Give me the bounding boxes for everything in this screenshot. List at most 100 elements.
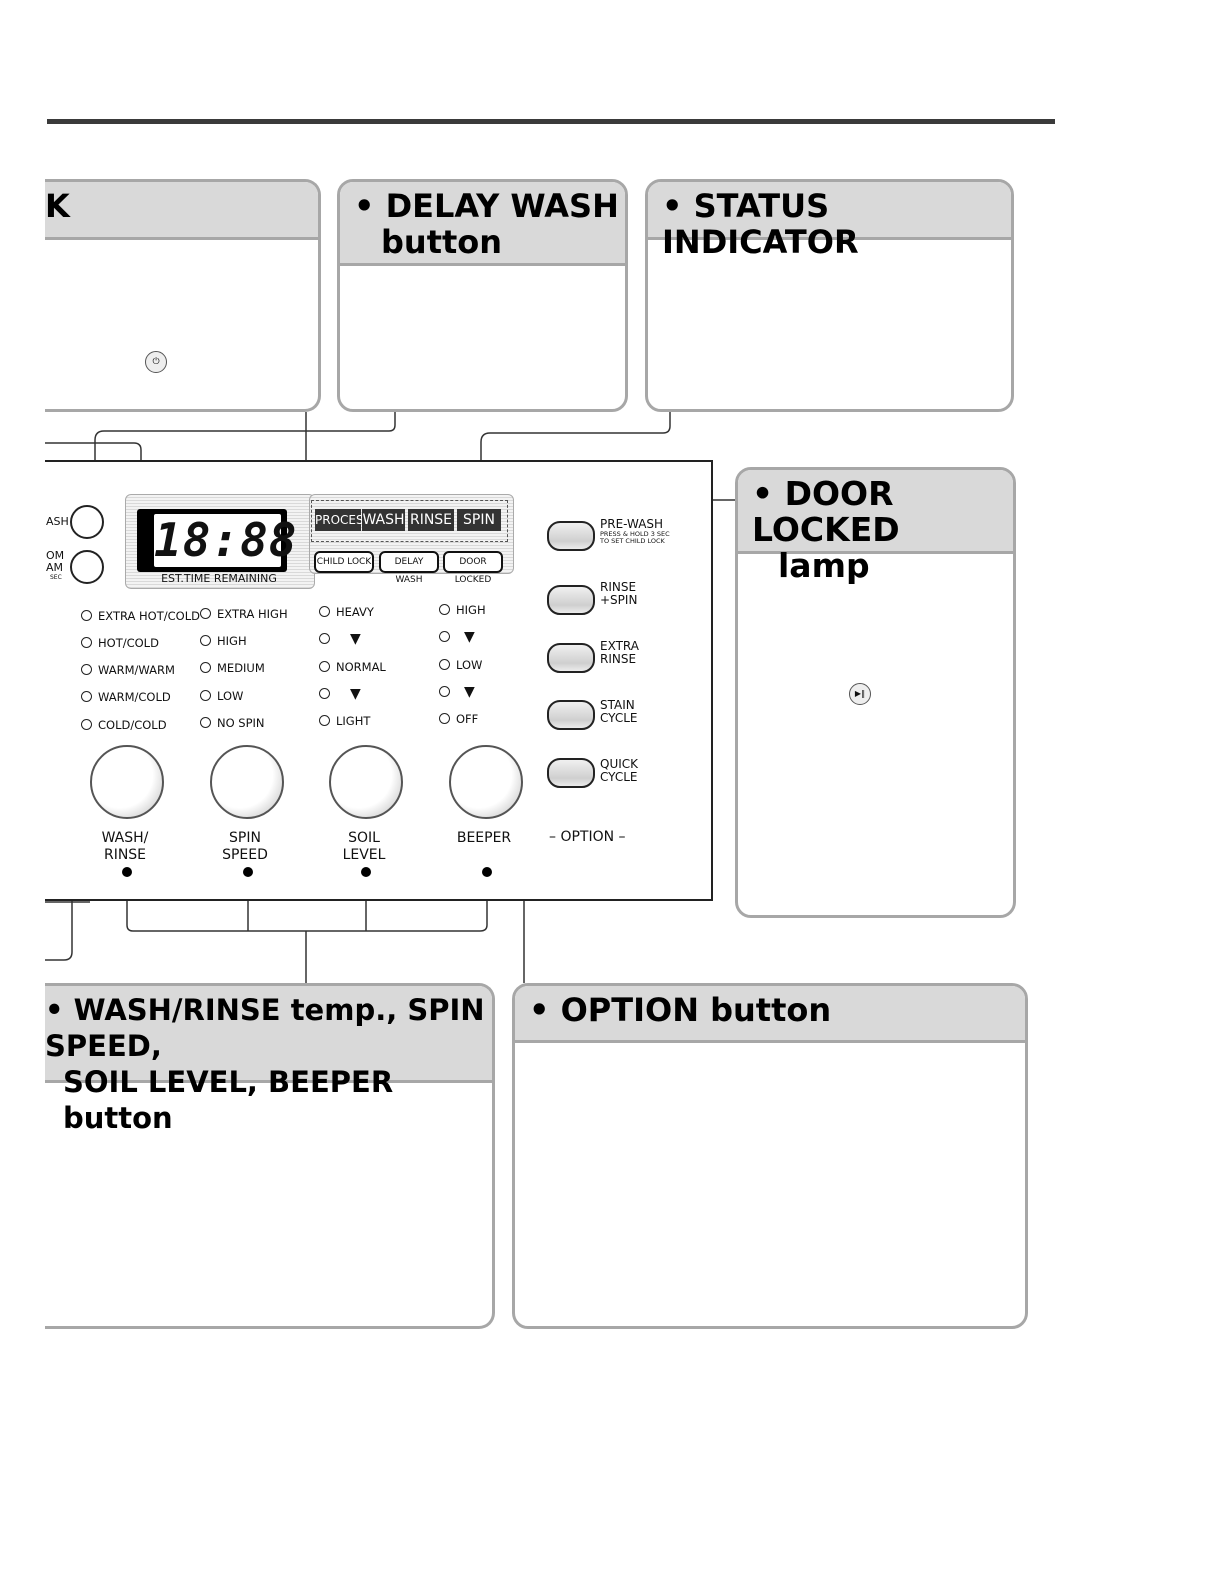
program-label-line1: OM [46,549,65,562]
time-display: 18:88 [154,513,298,567]
soil-level-label: SOIL LEVEL [314,830,414,864]
program-label-line2: AM [46,561,64,574]
rinse-spin-label: RINSE +SPIN [600,581,637,607]
status-rinse: RINSE [408,509,454,531]
program-round-button[interactable] [70,550,104,584]
beeper-button[interactable] [449,745,523,819]
wash-rinse-title-line2: SOIL LEVEL, BEEPER button [63,1065,394,1135]
soil-step-marker-icon: ▼ [350,631,361,647]
wash-rinse-option: WARM/COLD [81,690,171,704]
soil-level-label-line1: SOIL [348,830,380,846]
pre-wash-label-line1: PRE-WASH [600,517,664,531]
wash-rinse-callout-title: • WASH/RINSE temp., SPIN SPEED, SOIL LEV… [45,986,492,1135]
extra-rinse-label: EXTRA RINSE [600,640,639,666]
option-caption-dash-left: – [549,829,556,845]
quick-cycle-label: QUICK CYCLE [600,758,638,784]
pre-wash-label: PRE-WASH PRESS & HOLD 3 SEC TO SET CHILD… [600,518,670,545]
spin-speed-button[interactable] [210,745,284,819]
delay-wash-lamp: DELAY WASH [379,551,439,585]
quick-cycle-label-line1: QUICK [600,757,639,771]
beeper-step-marker-icon: ▼ [464,629,475,645]
spin-speed-label-line2: SPEED [222,847,268,863]
wash-rinse-button[interactable] [90,745,164,819]
delay-wash-title-line1: • DELAY WASH [354,187,619,225]
stain-cycle-label: STAIN CYCLE [600,699,638,725]
child-lock-callout-title: K [45,182,318,240]
beeper-step [439,685,456,699]
rinse-spin-button[interactable] [547,585,595,615]
soil-level-button[interactable] [329,745,403,819]
wash-rinse-callout-dot [122,867,132,877]
power-icon: ⏻ [145,351,167,373]
door-locked-callout: • DOOR LOCKED lamp [735,467,1016,918]
wash-rinse-label-line1: WASH/ [101,830,149,846]
status-indicator-callout: • STATUS INDICATOR [645,179,1014,412]
soil-level-callout-dot [361,867,371,877]
child-lock-lamp: CHILD LOCK [314,551,374,573]
status-indicator-dash [311,500,508,542]
wash-button-label: ASH [46,515,69,528]
rinse-spin-label-line1: RINSE [600,580,637,594]
wash-rinse-option: EXTRA HOT/COLD [81,609,200,623]
spin-speed-callout-dot [243,867,253,877]
soil-level-option: HEAVY [319,605,374,619]
delay-wash-title-line2: button [381,223,503,261]
rinse-spin-label-line2: +SPIN [600,593,638,607]
option-callout-title: • OPTION button [515,986,1025,1043]
spin-speed-option: LOW [200,689,243,703]
quick-cycle-button[interactable] [547,758,595,788]
door-locked-callout-title: • DOOR LOCKED lamp [738,470,1013,584]
beeper-step-marker-icon: ▼ [464,684,475,700]
wash-rinse-callout: • WASH/RINSE temp., SPIN SPEED, SOIL LEV… [45,983,495,1329]
extra-rinse-button[interactable] [547,643,595,673]
beeper-option: HIGH [439,603,486,617]
beeper-option: OFF [439,712,478,726]
pre-wash-button[interactable] [547,521,595,551]
beeper-label: BEEPER [456,830,512,846]
wash-rinse-option: WARM/WARM [81,663,175,677]
beeper-callout-dot [482,867,492,877]
beeper-option: LOW [439,658,482,672]
est-time-caption: EST.TIME REMAINING [161,572,277,585]
soil-step-marker-icon: ▼ [350,686,361,702]
delay-wash-round-button[interactable] [70,505,104,539]
delay-wash-callout: • DELAY WASH button [337,179,628,412]
quick-cycle-label-line2: CYCLE [600,770,638,784]
door-locked-title-line1: • DOOR LOCKED [752,474,900,549]
soil-level-option: NORMAL [319,660,386,674]
door-locked-lamp: DOOR LOCKED [443,551,503,585]
spin-speed-label: SPIN SPEED [195,830,295,864]
extra-rinse-label-line1: EXTRA [600,639,639,653]
option-caption-dash-right: – [618,829,626,845]
play-pause-icon: ▶‖ [849,683,871,705]
spin-speed-option: EXTRA HIGH [200,607,288,621]
stain-cycle-button[interactable] [547,700,595,730]
program-button-label: OM AM SEC [46,549,65,582]
header-rule [47,119,1055,124]
status-wash: WASH [362,509,405,531]
delay-wash-callout-title: • DELAY WASH button [340,182,625,266]
beeper-step [439,630,456,644]
program-label-line3: SEC [50,574,62,581]
soil-level-option: LIGHT [319,714,370,728]
status-process: PROCESS [315,509,371,531]
spin-speed-label-line1: SPIN [229,830,261,846]
pre-wash-sub2: TO SET CHILD LOCK [600,537,665,545]
wash-rinse-title-line1: • WASH/RINSE temp., SPIN SPEED, [45,993,485,1063]
wash-rinse-label-line2: RINSE [103,847,147,863]
wash-rinse-option: HOT/COLD [81,636,159,650]
option-caption: – OPTION – [549,829,626,845]
soil-level-step [319,632,336,646]
child-lock-callout: K [45,179,321,412]
extra-rinse-label-line2: RINSE [600,652,637,666]
wash-rinse-option: COLD/COLD [81,718,167,732]
status-indicator-callout-title: • STATUS INDICATOR [648,182,1011,260]
option-caption-text: OPTION [560,829,615,845]
spin-speed-option: NO SPIN [200,716,265,730]
option-callout: • OPTION button [512,983,1028,1329]
soil-level-label-line2: LEVEL [342,847,386,863]
spin-speed-option: HIGH [200,634,247,648]
spin-speed-option: MEDIUM [200,661,265,675]
status-spin: SPIN [457,509,501,531]
wash-rinse-label: WASH/ RINSE [75,830,175,864]
